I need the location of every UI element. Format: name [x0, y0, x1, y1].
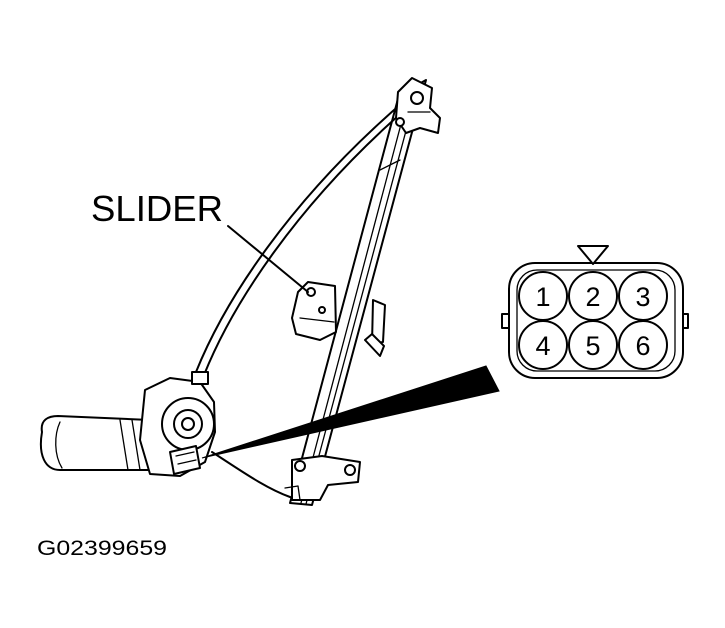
slider-label: SLIDER	[91, 188, 223, 229]
connector-pin-2: 2	[568, 271, 618, 321]
connector-pin-6: 6	[618, 320, 668, 370]
connector-key-triangle	[577, 245, 609, 265]
svg-text:2: 2	[585, 282, 600, 312]
bottom-bracket	[284, 455, 361, 501]
connector-pin-1: 1	[518, 271, 568, 321]
svg-text:1: 1	[535, 282, 550, 312]
svg-text:5: 5	[585, 331, 600, 361]
slider-callout: SLIDER	[91, 188, 309, 293]
figure-id: G02399659	[37, 537, 167, 560]
connector-pin-3: 3	[618, 271, 668, 321]
connector-pointer	[201, 365, 500, 459]
window-regulator-assembly	[195, 77, 441, 506]
svg-text:3: 3	[635, 282, 650, 312]
connector-face: 1 2 3 4 5 6	[501, 245, 689, 379]
window-motor	[40, 371, 216, 477]
svg-text:6: 6	[635, 331, 650, 361]
svg-text:4: 4	[535, 331, 550, 361]
slider-part	[291, 281, 386, 357]
regulator-cable	[195, 102, 408, 498]
connector-pin-5: 5	[568, 320, 618, 370]
connector-pin-4: 4	[518, 320, 568, 370]
top-pulley-bracket	[395, 77, 441, 134]
slider-leader-line	[227, 225, 309, 293]
